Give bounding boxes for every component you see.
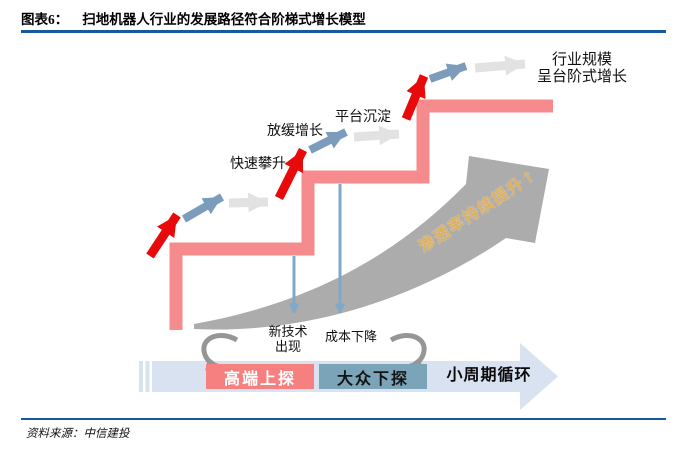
cycle-band-stripe: [139, 361, 143, 392]
surge-up-arrow-icon: [401, 74, 429, 121]
driver-new-tech-line2: 出现: [274, 339, 301, 355]
outcome-label: 行业规模 呈台阶式增长: [528, 50, 636, 86]
cycle-band-stripe: [145, 361, 150, 392]
driver-label-cost-decline: 成本下降: [324, 330, 377, 345]
driver-new-tech-line1: 新技术: [268, 325, 308, 340]
slowdown-arrow-icon: [428, 62, 468, 83]
figure-number-label: 图表6：: [21, 12, 69, 27]
outcome-label-line2: 呈台阶式增长: [536, 67, 627, 86]
staircase-path: [169, 99, 553, 330]
plateau-arrow-icon: [353, 125, 400, 146]
header-rule: [21, 30, 666, 33]
cycle-band-arrowhead: [520, 343, 558, 410]
stage-label-slowing-growth: 放缓增长: [267, 123, 323, 139]
surge-up-arrow-icon: [146, 212, 181, 259]
figure-header: 图表6： 扫地机器人行业的发展路径符合阶梯式增长模型: [21, 8, 671, 28]
stage-label-platform-consolidation: 平台沉淀: [335, 109, 391, 125]
slowdown-arrow-icon: [181, 193, 225, 223]
small-cycle-loop-label: 小周期循环: [446, 365, 532, 384]
footer-rule: [21, 418, 666, 420]
penetration-trend-arrow-icon: [194, 156, 549, 330]
plateau-arrow-icon: [474, 55, 526, 76]
stage-label-rapid-climb: 快速攀升: [230, 156, 286, 172]
high-end-pill: 高端上探: [206, 364, 314, 389]
slowdown-arrow-icon: [308, 128, 348, 154]
source-label: 资料来源：中信建投: [26, 428, 130, 440]
plateau-arrow-icon: [228, 192, 269, 213]
surge-up-arrow-icon: [274, 147, 308, 201]
driver-label-new-tech: 新技术 出现: [257, 325, 319, 355]
outcome-label-line1: 行业规模: [551, 50, 612, 68]
mass-market-pill: 大众下探: [319, 364, 427, 389]
figure-title: 扫地机器人行业的发展路径符合阶梯式增长模型: [82, 12, 366, 27]
